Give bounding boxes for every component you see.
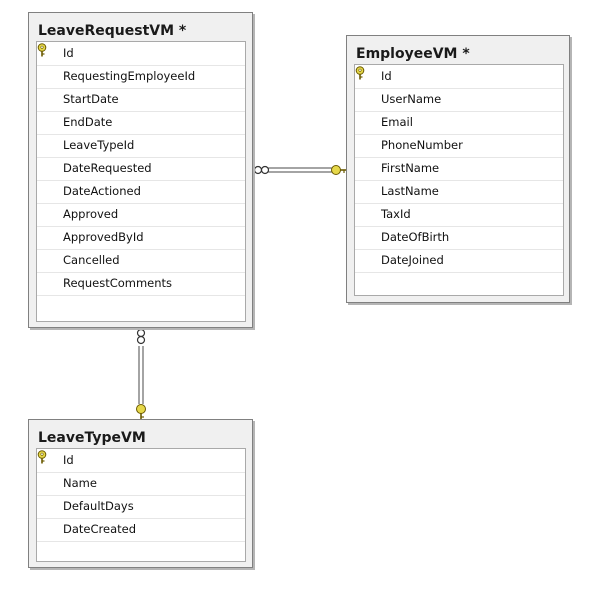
column-row[interactable]: EndDate (37, 111, 245, 135)
column-row[interactable]: DateJoined (355, 249, 563, 273)
column-row[interactable]: DateRequested (37, 157, 245, 181)
column-row[interactable]: StartDate (37, 88, 245, 112)
column-row[interactable]: DateActioned (37, 180, 245, 204)
column-row[interactable]: Id (355, 65, 563, 89)
column-name: DefaultDays (63, 499, 134, 513)
column-name: StartDate (63, 92, 119, 106)
column-row[interactable]: ApprovedById (37, 226, 245, 250)
column-name: DateCreated (63, 522, 136, 536)
column-name: LastName (381, 184, 439, 198)
column-name: Email (381, 115, 413, 129)
column-row[interactable]: UserName (355, 88, 563, 112)
column-name: FirstName (381, 161, 440, 175)
column-row[interactable]: DateCreated (37, 518, 245, 542)
column-row[interactable]: Name (37, 472, 245, 496)
primary-key-icon (37, 449, 55, 471)
column-row[interactable]: LeaveTypeId (37, 134, 245, 158)
table-title: LeaveTypeVM (38, 430, 146, 446)
column-name: TaxId (381, 207, 411, 221)
many-end-icon (136, 328, 146, 345)
column-name: DateJoined (381, 253, 444, 267)
column-name: Cancelled (63, 253, 120, 267)
table-title: LeaveRequestVM * (38, 23, 187, 39)
column-row[interactable]: RequestingEmployeeId (37, 65, 245, 89)
column-name: Id (63, 453, 74, 467)
column-name: RequestComments (63, 276, 173, 290)
column-name: PhoneNumber (381, 138, 463, 152)
column-row[interactable]: TaxId (355, 203, 563, 227)
table-employeevm[interactable]: EmployeeVM * Id UserName Email PhoneNumb… (346, 35, 570, 303)
key-end-icon (136, 404, 146, 419)
column-row[interactable]: FirstName (355, 157, 563, 181)
primary-key-icon (37, 42, 55, 64)
column-grid: Id Name DefaultDays DateCreated (36, 448, 246, 562)
key-end-icon (331, 165, 346, 175)
table-leaverequestvm[interactable]: LeaveRequestVM * Id RequestingEmployeeId… (28, 12, 253, 328)
column-name: DateActioned (63, 184, 141, 198)
column-row[interactable]: DateOfBirth (355, 226, 563, 250)
column-grid: Id UserName Email PhoneNumber FirstName … (354, 64, 564, 296)
column-row[interactable]: Email (355, 111, 563, 135)
column-row[interactable]: Id (37, 449, 245, 473)
column-row[interactable]: PhoneNumber (355, 134, 563, 158)
column-grid: Id RequestingEmployeeId StartDate EndDat… (36, 41, 246, 322)
new-column-row[interactable] (37, 541, 245, 564)
column-name: EndDate (63, 115, 113, 129)
column-name: DateOfBirth (381, 230, 450, 244)
relationship-leaverequest-employee[interactable] (253, 165, 347, 175)
column-name: DateRequested (63, 161, 152, 175)
column-row[interactable]: Approved (37, 203, 245, 227)
primary-key-icon (355, 65, 373, 87)
column-name: RequestingEmployeeId (63, 69, 196, 83)
column-name: Id (381, 69, 392, 83)
column-name: LeaveTypeId (63, 138, 135, 152)
column-row[interactable]: RequestComments (37, 272, 245, 296)
column-name: Approved (63, 207, 119, 221)
table-title: EmployeeVM * (356, 46, 470, 62)
column-row[interactable]: Cancelled (37, 249, 245, 273)
column-row[interactable]: LastName (355, 180, 563, 204)
column-name: Id (63, 46, 74, 60)
new-column-row[interactable] (37, 295, 245, 318)
new-column-row[interactable] (355, 272, 563, 295)
column-name: UserName (381, 92, 442, 106)
column-row[interactable]: DefaultDays (37, 495, 245, 519)
column-row[interactable]: Id (37, 42, 245, 66)
table-leavetypevm[interactable]: LeaveTypeVM Id Name DefaultDays DateCrea… (28, 419, 253, 568)
many-end-icon (253, 165, 270, 175)
relationship-leaverequest-leavetype[interactable] (136, 328, 146, 420)
column-name: Name (63, 476, 97, 490)
column-name: ApprovedById (63, 230, 144, 244)
